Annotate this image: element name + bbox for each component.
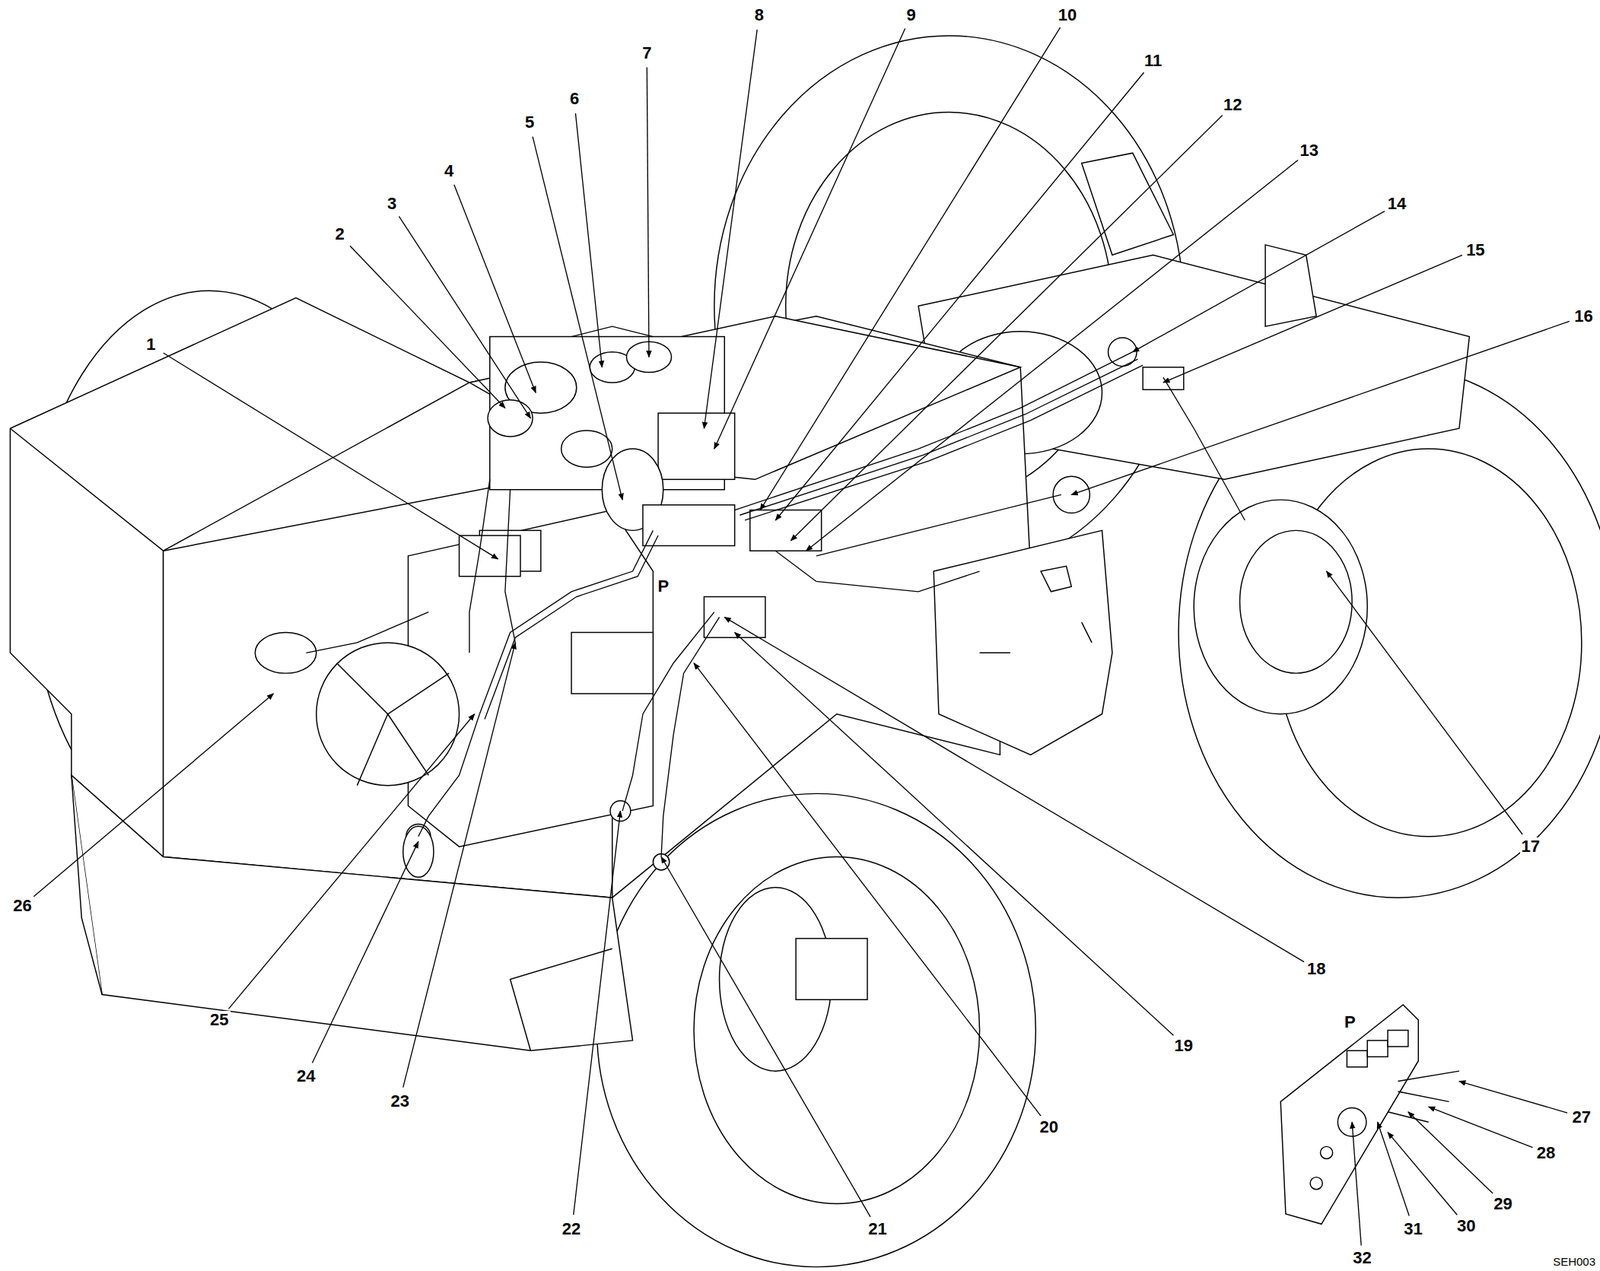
callout-number: 4 — [442, 162, 455, 181]
callout-number: 16 — [1572, 307, 1594, 326]
callout-number: 7 — [640, 44, 653, 63]
callout-number: 14 — [1386, 194, 1408, 214]
callout-number: 31 — [1402, 1220, 1424, 1239]
callout-number: 18 — [1305, 960, 1327, 979]
leader-line — [1163, 254, 1463, 383]
leader-line — [1377, 1122, 1410, 1216]
callout-number: 5 — [523, 113, 536, 132]
leader-line — [311, 841, 418, 1063]
callout-number: 1 — [144, 335, 157, 354]
wheel — [597, 793, 1037, 1267]
callout-number: 24 — [295, 1067, 317, 1086]
leader-line — [734, 632, 1174, 1036]
callout-number: 6 — [568, 89, 581, 109]
leader-line — [714, 28, 906, 450]
callout-number: 22 — [560, 1220, 583, 1239]
leader-line — [760, 27, 1060, 510]
callout-number: 15 — [1464, 241, 1486, 260]
leader-line — [349, 245, 506, 408]
callout-number: 11 — [1142, 51, 1164, 70]
callout-number: 28 — [1535, 1144, 1557, 1163]
leader-line — [703, 29, 758, 429]
callout-number: 13 — [1298, 141, 1321, 160]
fan — [316, 642, 460, 786]
view-letter: P — [1342, 1013, 1358, 1032]
callout-number: 27 — [1571, 1108, 1593, 1127]
callout-number: 25 — [208, 1011, 230, 1030]
leader-line — [661, 857, 871, 1218]
figure-code: SEH003 — [1551, 1255, 1597, 1269]
leader-line — [775, 72, 1144, 521]
leader-line — [532, 136, 623, 500]
callout-number: 30 — [1455, 1217, 1477, 1236]
callout-number: 12 — [1221, 95, 1244, 115]
callout-number: 23 — [389, 1092, 411, 1111]
leader-line — [1326, 571, 1524, 835]
leader-line — [1459, 1081, 1568, 1114]
leader-line — [403, 642, 516, 1088]
callout-number: 2 — [333, 225, 346, 244]
callout-number: 19 — [1173, 1036, 1195, 1056]
callout-number: 32 — [1351, 1249, 1373, 1268]
leader-line — [33, 693, 274, 898]
brake-chamber — [1193, 499, 1368, 715]
callout-number: 10 — [1056, 6, 1079, 25]
callout-number: 20 — [1038, 1118, 1060, 1137]
leader-line — [1408, 1112, 1493, 1194]
leader-line — [573, 811, 621, 1216]
callout-number: 21 — [866, 1220, 888, 1239]
leader-line — [646, 67, 649, 358]
leader-line — [163, 353, 499, 560]
leader-line — [724, 617, 1305, 962]
leader-line — [790, 115, 1222, 541]
callout-number: 29 — [1491, 1195, 1514, 1214]
leader-line — [228, 714, 474, 1010]
callout-number: 26 — [11, 897, 33, 916]
leader-line — [454, 184, 536, 394]
callout-number: 9 — [905, 6, 918, 25]
battery-box — [933, 530, 1113, 755]
leader-line — [1428, 1106, 1534, 1149]
view-letter: P — [655, 577, 671, 596]
leader-line — [806, 160, 1298, 552]
leader-line — [398, 216, 531, 419]
leader-line — [575, 113, 602, 368]
callout-number: 17 — [1520, 837, 1542, 856]
leader-line — [1351, 1122, 1362, 1246]
leader-line — [1132, 211, 1385, 353]
leader-line — [1387, 1132, 1457, 1216]
callout-number: 8 — [753, 6, 766, 25]
leader-line — [1071, 321, 1570, 495]
leader-line — [693, 663, 1041, 1117]
chassis — [9, 298, 1031, 899]
callout-number: 3 — [385, 194, 398, 214]
